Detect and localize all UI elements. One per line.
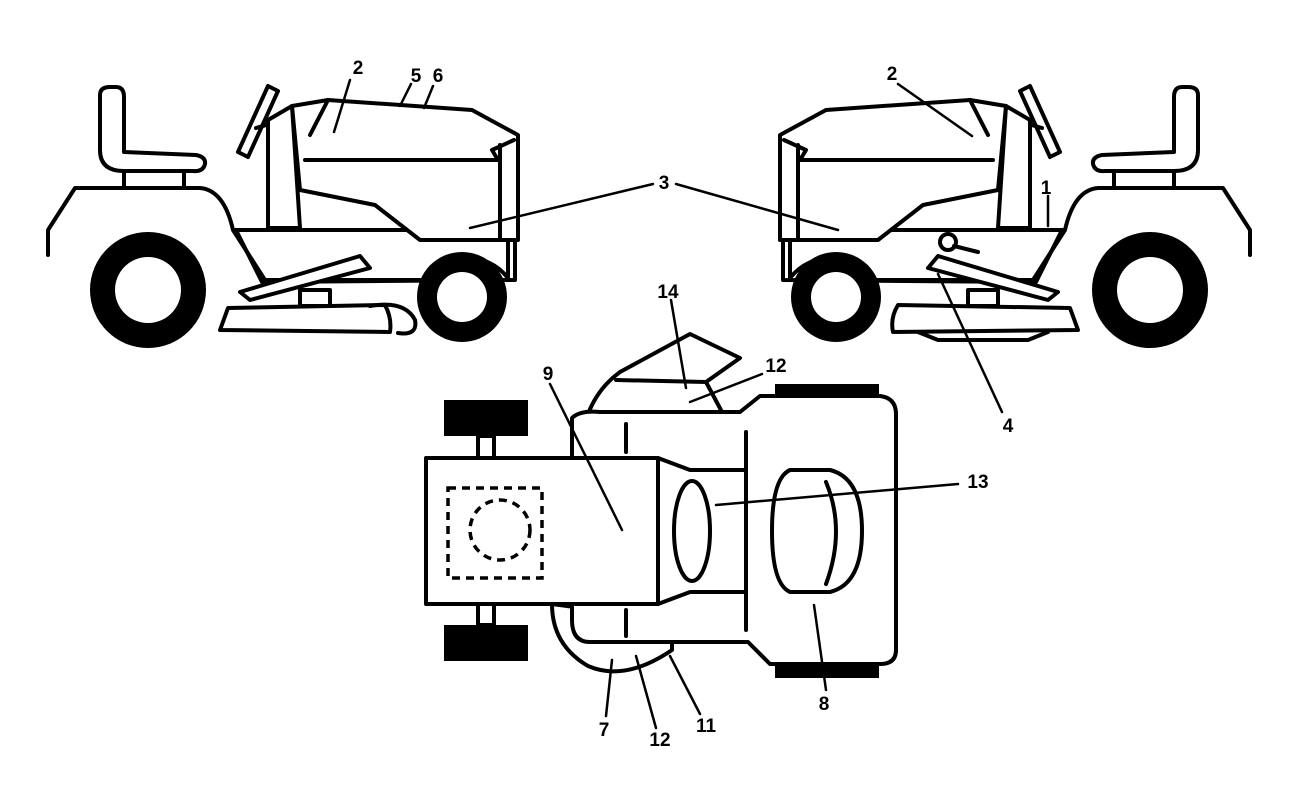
right-side-view-tractor <box>778 84 1252 348</box>
top-rear-tire-lower <box>444 625 528 661</box>
left-front-hub <box>437 272 487 322</box>
top-rear-tire-upper <box>444 400 528 436</box>
callout-6: 6 <box>433 66 444 87</box>
callout-7: 7 <box>599 720 610 741</box>
left-hood-top-edge <box>308 98 330 137</box>
top-seat-dashed-circle <box>468 498 532 562</box>
callout-2-left: 2 <box>353 58 364 79</box>
callout-2-right: 2 <box>887 64 898 85</box>
left-seat <box>98 85 208 174</box>
callout-12-top: 12 <box>765 356 786 377</box>
top-seat-dashed-square <box>446 486 544 580</box>
callout-4: 4 <box>1003 416 1014 437</box>
callout-8: 8 <box>819 694 830 715</box>
left-rear-hub <box>115 257 181 323</box>
top-fender-seat-area <box>424 456 660 606</box>
top-discharge-chute <box>586 332 742 416</box>
callout-labels: 2 5 6 3 2 1 4 14 12 9 13 8 7 12 11 <box>353 58 1052 751</box>
left-hood <box>290 98 520 242</box>
left-pedal <box>238 254 372 302</box>
top-axle-lower <box>476 601 496 627</box>
left-steering-wheel <box>236 84 280 159</box>
leader-lines <box>332 78 1050 730</box>
callout-12-bottom: 12 <box>649 730 670 751</box>
top-axle-upper <box>476 434 496 460</box>
right-lift-lever <box>952 244 980 254</box>
left-mower-deck <box>218 303 393 334</box>
top-steering-wheel <box>672 479 712 583</box>
left-side-view-tractor <box>46 84 520 348</box>
top-view-tractor <box>424 332 898 678</box>
top-chute-edge <box>614 378 708 384</box>
left-deck-hanger <box>298 288 332 308</box>
callout-3: 3 <box>659 173 670 194</box>
callout-14: 14 <box>657 282 679 303</box>
callout-13: 13 <box>967 472 988 493</box>
callout-11: 11 <box>696 716 717 737</box>
left-deck-chute <box>368 302 418 336</box>
left-hood-crease <box>303 138 516 162</box>
callout-5: 5 <box>411 66 422 87</box>
callout-9: 9 <box>543 364 554 385</box>
callout-1: 1 <box>1041 178 1052 199</box>
top-hood-inner-curve <box>824 480 838 586</box>
top-hood <box>770 468 864 594</box>
left-frame <box>234 228 517 284</box>
top-front-tire-lower <box>775 664 879 678</box>
